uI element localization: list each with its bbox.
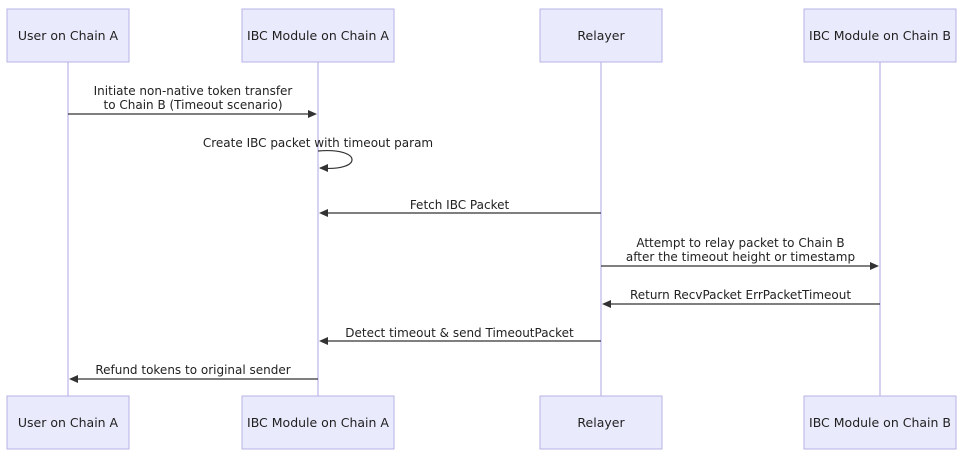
message-3: Fetch IBC Packet [319,198,601,217]
message-5: Return RecvPacket ErrPacketTimeout [602,288,880,308]
participant-label: IBC Module on Chain A [247,28,389,43]
participant-label: User on Chain A [18,28,119,43]
message-label: Fetch IBC Packet [410,198,510,212]
message-2: Create IBC packet with timeout param [203,136,433,172]
arrowhead [69,375,78,383]
arrowhead [319,164,328,172]
participant-ibcA-bottom: IBC Module on Chain A [241,395,395,450]
participant-label: Relayer [577,28,625,43]
participant-ibcB-top: IBC Module on Chain B [803,8,957,63]
participant-ibcB-bottom: IBC Module on Chain B [803,395,957,450]
participant-box [241,395,395,450]
participant-box [539,8,663,63]
arrowhead [308,110,317,118]
participant-relayer-top: Relayer [539,8,663,63]
participant-ibcA-top: IBC Module on Chain A [241,8,395,63]
lifelines [67,62,881,396]
participant-user-top: User on Chain A [6,8,130,63]
message-label: to Chain B (Timeout scenario) [104,98,283,112]
message-label: Return RecvPacket ErrPacketTimeout [630,288,851,302]
participant-box [803,395,957,450]
participant-label: IBC Module on Chain B [809,415,951,430]
message-7: Refund tokens to original sender [69,363,318,383]
arrowhead [319,337,328,345]
message-label: Create IBC packet with timeout param [203,136,433,150]
message-4: Attempt to relay packet to Chain Bafter … [601,236,879,270]
participant-user-bottom: User on Chain A [6,395,130,450]
participant-label: User on Chain A [18,415,119,430]
participant-relayer-bottom: Relayer [539,395,663,450]
participant-box [539,395,663,450]
participants-top: User on Chain A IBC Module on Chain A Rela… [6,8,957,63]
participant-box [6,8,130,63]
participant-box [6,395,130,450]
message-6: Detect timeout & send TimeoutPacket [319,326,601,345]
message-label: after the timeout height or timestamp [626,250,855,264]
participant-label: Relayer [577,415,625,430]
participant-box [803,8,957,63]
message-label: Initiate non-native token transfer [94,84,293,98]
arrowhead [319,209,328,217]
message-label: Refund tokens to original sender [95,363,290,377]
arrowhead [602,300,611,308]
participant-box [241,8,395,63]
message-label: Detect timeout & send TimeoutPacket [345,326,574,340]
arrowhead [870,262,879,270]
participant-label: IBC Module on Chain B [809,28,951,43]
participant-label: IBC Module on Chain A [247,415,389,430]
message-label: Attempt to relay packet to Chain B [636,236,844,250]
self-message-line [317,149,353,170]
participants-bottom: User on Chain A IBC Module on Chain A Rela… [6,395,957,450]
